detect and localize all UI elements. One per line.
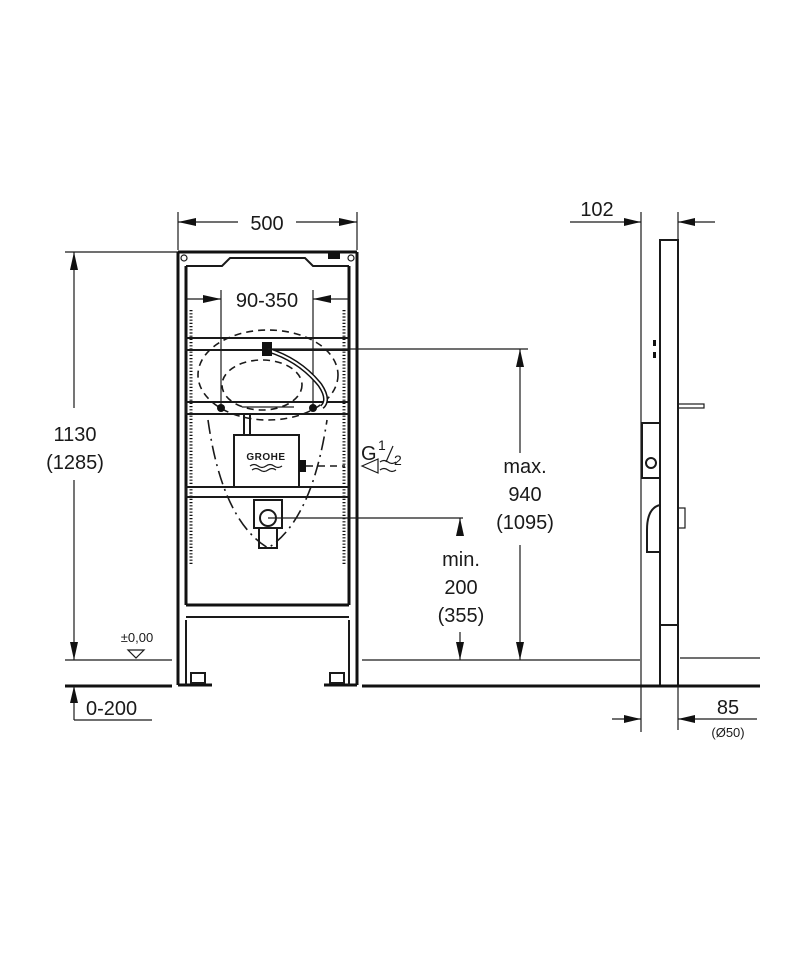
bottom-depth-dimension: 85 (Ø50) bbox=[612, 686, 757, 740]
width-dim-label: 500 bbox=[250, 213, 283, 235]
max-height-line2: 940 bbox=[508, 484, 541, 506]
floor-adjust-label: 0-200 bbox=[86, 698, 137, 720]
drain-outlet bbox=[253, 499, 463, 549]
max-height-line1: max. bbox=[503, 456, 546, 478]
depth-dim-label: 102 bbox=[580, 199, 613, 221]
supply-hose bbox=[217, 342, 328, 412]
min-height-line1: min. bbox=[442, 549, 480, 571]
floor-level: ±0,00 bbox=[65, 630, 640, 661]
inlet-spacing-label: 90-350 bbox=[236, 290, 298, 312]
water-connection: G 1 2 bbox=[360, 437, 402, 474]
width-dimension: 500 bbox=[177, 212, 358, 250]
fraction-numerator: 1 bbox=[378, 437, 386, 453]
height-dimension: 1130 (1285) bbox=[46, 252, 104, 660]
water-connection-label: G bbox=[361, 443, 377, 465]
max-height-dimension: max. 940 (1095) bbox=[496, 349, 554, 660]
urinal-outline bbox=[197, 329, 339, 549]
fraction-denominator: 2 bbox=[394, 452, 402, 468]
height-dim-line1: 1130 bbox=[53, 424, 96, 446]
pipe-diameter-label: (Ø50) bbox=[711, 725, 744, 740]
min-height-line2: 200 bbox=[444, 577, 477, 599]
bottom-depth-label: 85 bbox=[717, 697, 739, 719]
floor-adjust-dimension: 0-200 bbox=[70, 686, 152, 721]
inlet-spacing-dimension: 90-350 bbox=[186, 290, 349, 410]
min-height-line3: (355) bbox=[438, 605, 485, 627]
floor-level-label: ±0,00 bbox=[121, 630, 153, 645]
front-view: 500 bbox=[46, 212, 640, 721]
side-view: 102 85 bbox=[570, 199, 760, 740]
flush-control-box: GROHE bbox=[233, 414, 345, 488]
max-height-line3: (1095) bbox=[496, 512, 554, 534]
height-dim-line2: (1285) bbox=[46, 452, 104, 474]
side-profile bbox=[641, 239, 705, 688]
grohe-logo: GROHE bbox=[246, 452, 285, 463]
frame bbox=[176, 250, 359, 687]
min-height-dimension: min. 200 (355) bbox=[438, 518, 485, 660]
